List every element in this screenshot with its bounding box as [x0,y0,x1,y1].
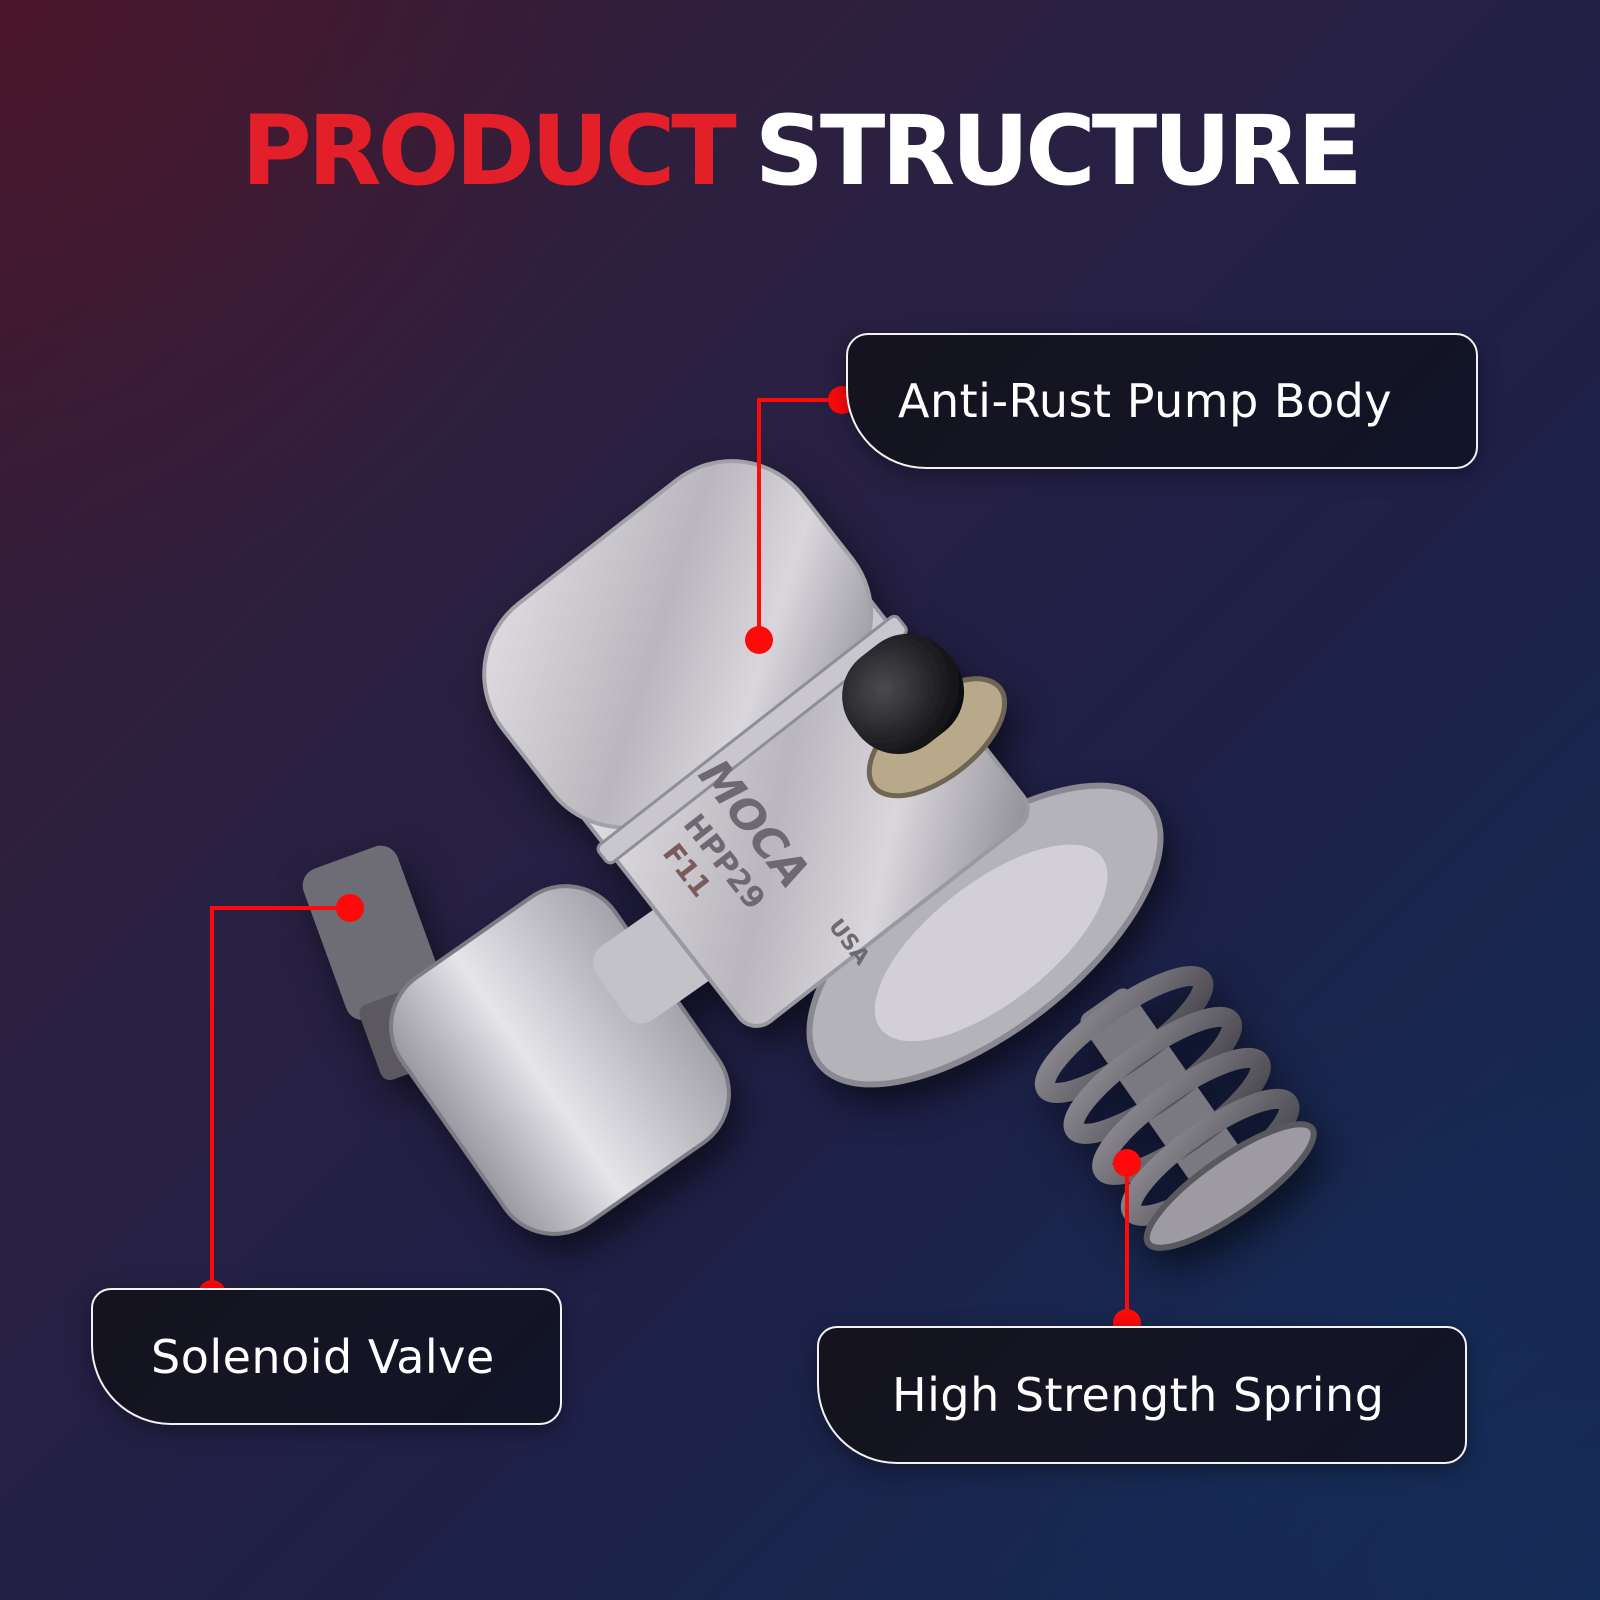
callout-label: Anti-Rust Pump Body [898,374,1393,428]
title-accent-word: PRODUCT [241,95,736,207]
title-main-word: STRUCTURE [754,95,1363,207]
solenoid-target-dot [336,894,364,922]
pump-body-target-dot [745,626,773,654]
callout-solenoid-valve: Solenoid Valve [91,1288,562,1425]
spring-target-dot [1113,1149,1141,1177]
callout-lines [210,398,1129,1323]
callout-anti-rust-pump-body: Anti-Rust Pump Body [846,333,1478,469]
callout-label: Solenoid Valve [151,1329,495,1384]
callout-label: High Strength Spring [892,1368,1385,1422]
callout-high-strength-spring: High Strength Spring [817,1326,1467,1464]
pump-body-leader-line [757,398,842,640]
solenoid-leader-line [210,906,350,1293]
